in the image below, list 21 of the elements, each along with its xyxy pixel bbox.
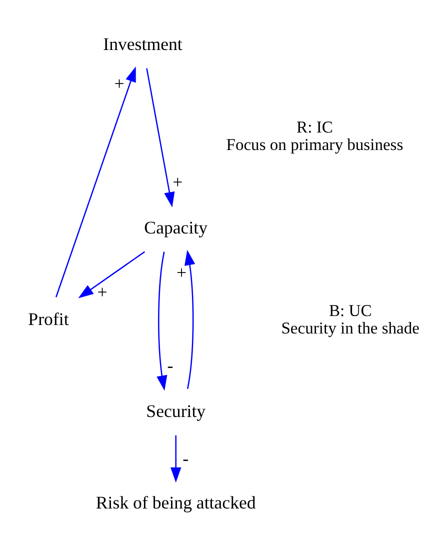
node-text: Risk of being attacked [95, 492, 256, 512]
arrow [54, 66, 136, 297]
node-text: Investment [102, 33, 182, 54]
arrow [78, 250, 145, 298]
node-text: Profit [28, 308, 68, 329]
edge-label: - [182, 448, 188, 468]
label: B: UC [328, 300, 372, 320]
edge-label: - [166, 355, 173, 375]
label: Focus on primary business [226, 134, 403, 154]
arrow [156, 251, 167, 390]
arrow [146, 68, 174, 207]
node-text: Security [146, 400, 206, 420]
label: Security in the shade [280, 318, 420, 338]
edge-label: + [172, 171, 182, 192]
edge-label: + [176, 262, 186, 282]
label: R: IC [296, 116, 332, 136]
arrow [184, 249, 195, 389]
edge-label: + [114, 73, 124, 94]
node-text: Capacity [144, 216, 208, 237]
arrow [170, 434, 181, 482]
edge-label: + [96, 281, 107, 302]
